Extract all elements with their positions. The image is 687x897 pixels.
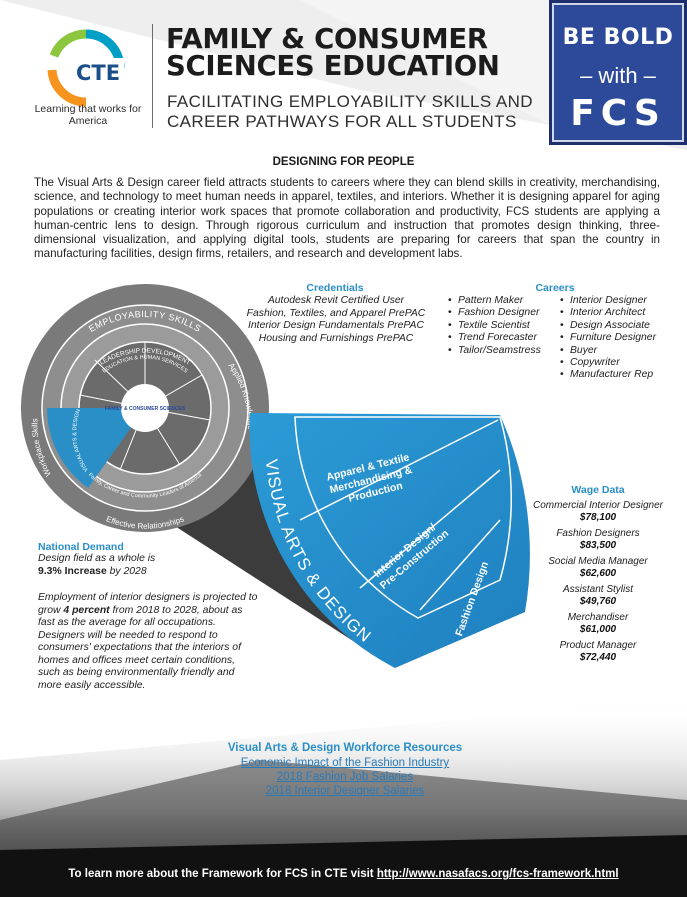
national-demand-by: by 2028 xyxy=(109,565,147,577)
resource-link-fashion-impact[interactable]: Economic Impact of the Fashion Industry xyxy=(240,757,450,769)
national-demand-line2: 9.3% Increase by 2028 xyxy=(38,566,258,579)
section-title: DESIGNING FOR PEOPLE xyxy=(272,156,415,168)
center-label: FAMILY & CONSUMER SCIENCES xyxy=(105,406,186,412)
demand-bold: 4 percent xyxy=(63,604,110,616)
wage-value: $61,000 xyxy=(579,624,617,635)
cte-logo-text: CTE xyxy=(76,61,120,85)
national-demand-increase: 9.3% Increase xyxy=(38,565,107,577)
wage-title: Fashion Designers xyxy=(556,528,640,539)
career-item: Design Associate xyxy=(560,320,685,332)
national-demand-title: National Demand xyxy=(38,541,124,553)
career-item: Interior Architect xyxy=(560,307,685,319)
wage-item: Fashion Designers$83,500 xyxy=(528,528,668,552)
wage-value: $83,500 xyxy=(579,540,617,551)
wage-data: Wage Data Commercial Interior Designer$7… xyxy=(528,484,668,664)
demand-text: from 2018 to 2028, about as fast as the … xyxy=(38,604,243,691)
career-item: Tailor/Seamstress xyxy=(448,345,566,357)
career-item: Copywriter xyxy=(560,357,685,369)
national-demand: National Demand Design field as a whole … xyxy=(38,541,258,578)
wage-item: Commercial Interior Designer$78,100 xyxy=(528,500,668,524)
cte-logo: CTE xyxy=(47,29,125,107)
fan-inner-arc xyxy=(294,416,513,619)
wage-item: Merchandiser$61,000 xyxy=(528,612,668,636)
header-divider xyxy=(152,24,153,128)
fan-divider xyxy=(359,469,501,589)
career-item: Trend Forecaster xyxy=(448,332,566,344)
career-item: Interior Designer xyxy=(560,295,685,307)
wage-title: Product Manager xyxy=(559,640,637,651)
be-bold-badge: BE BOLD – with – FCS xyxy=(549,0,687,145)
wage-item: Product Manager$72,440 xyxy=(528,640,668,664)
credential-item: Interior Design Fundamentals PrePAC xyxy=(248,320,424,332)
workforce-resources: Visual Arts & Design Workforce Resources… xyxy=(140,742,550,798)
center-seal xyxy=(121,384,169,432)
career-item: Textile Scientist xyxy=(448,320,566,332)
career-item: Manufacturer Rep xyxy=(560,369,685,381)
resource-link-interior-salaries[interactable]: 2018 Interior Designer Salaries xyxy=(265,785,425,797)
career-item: Furniture Designer xyxy=(560,332,685,344)
footer-text: To learn more about the Framework for FC… xyxy=(68,868,374,880)
page-title: FAMILY & CONSUMER SCIENCES EDUCATION xyxy=(166,23,500,82)
badge-line-1: BE BOLD xyxy=(562,25,674,50)
career-item: Buyer xyxy=(560,345,685,357)
wage-title: Assistant Stylist xyxy=(562,584,634,595)
visual-arts-slice xyxy=(46,408,145,488)
wage-item: Social Media Manager$62,600 xyxy=(528,556,668,580)
badge-line-3: FCS xyxy=(570,93,666,134)
wage-value: $49,760 xyxy=(579,596,617,607)
careers-list-2: Interior Designer Interior Architect Des… xyxy=(560,295,685,382)
wage-data-title: Wage Data xyxy=(571,484,625,496)
wage-value: $62,600 xyxy=(579,568,617,579)
credentials-title: Credentials xyxy=(306,282,364,294)
wage-title: Merchandiser xyxy=(567,612,629,623)
badge-line-2: – with – xyxy=(580,63,656,88)
resources-title: Visual Arts & Design Workforce Resources xyxy=(227,742,463,754)
wage-title: Social Media Manager xyxy=(548,556,648,567)
wage-value: $78,100 xyxy=(579,512,617,523)
wage-title: Commercial Interior Designer xyxy=(532,500,664,511)
credential-item: Fashion, Textiles, and Apparel PrePAC xyxy=(246,307,426,319)
resource-link-fashion-salaries[interactable]: 2018 Fashion Job Salaries xyxy=(276,771,414,783)
credential-item: Housing and Furnishings PrePAC xyxy=(258,332,414,344)
fan-divider xyxy=(299,419,499,521)
career-item: Pattern Maker xyxy=(448,295,566,307)
footer: To learn more about the Framework for FC… xyxy=(0,868,687,880)
demand-text: Employment of interior designers is proj… xyxy=(38,592,258,616)
fan-shape xyxy=(249,413,530,668)
wage-value: $72,440 xyxy=(579,652,617,663)
national-demand-line1: Design field as a whole is xyxy=(38,553,156,564)
framework-diagram: FAMILY & CONSUMER SCIENCES EMPLOYABILITY… xyxy=(21,284,530,668)
national-demand-paragraph: Employment of interior designers is proj… xyxy=(38,592,258,692)
credential-item: Autodesk Revit Certified User xyxy=(267,295,405,306)
footer-link[interactable]: http://www.nasafacs.org/fcs-framework.ht… xyxy=(376,868,619,880)
credentials-list: Autodesk Revit Certified User Fashion, T… xyxy=(220,295,452,345)
page-subtitle: FACILITATING EMPLOYABILITY SKILLS AND CA… xyxy=(167,92,533,131)
logo-tagline: Learning that works for America xyxy=(34,103,142,127)
careers-title: Careers xyxy=(535,282,575,294)
fan-divider xyxy=(419,519,501,611)
wage-item: Assistant Stylist$49,760 xyxy=(528,584,668,608)
careers-list-1: Pattern Maker Fashion Designer Textile S… xyxy=(448,295,566,357)
career-item: Fashion Designer xyxy=(448,307,566,319)
intro-paragraph: The Visual Arts & Design career field at… xyxy=(34,176,660,261)
